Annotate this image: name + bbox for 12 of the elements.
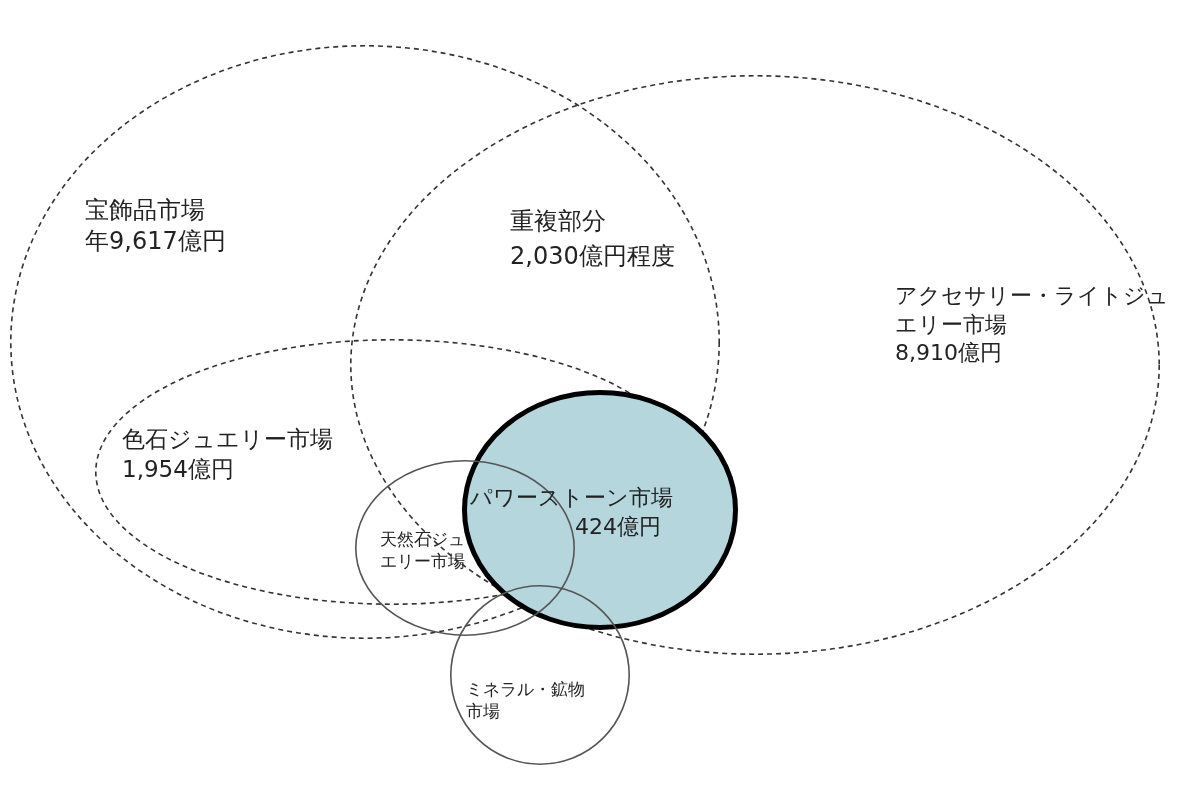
market-name: アクセサリー・ライトジュエリー市場 — [895, 282, 1170, 339]
market-size: 8,910億円 — [895, 339, 1002, 368]
market-name: 天然石ジュエリー市場 — [380, 528, 466, 573]
market-size: 1,954億円 — [122, 454, 234, 484]
market-name: 色石ジュエリー市場 — [122, 425, 333, 454]
overlap-label: 重複部分 — [510, 206, 606, 237]
market-name: ミネラル・鉱物市場 — [466, 678, 586, 723]
market-name: 宝飾品市場 — [85, 195, 205, 226]
market-size: 424億円 — [575, 512, 661, 541]
market-size: 年9,617億円 — [85, 226, 226, 258]
market-name: パワーストーン市場 — [470, 484, 673, 512]
overlap-size: 2,030億円程度 — [510, 241, 675, 272]
